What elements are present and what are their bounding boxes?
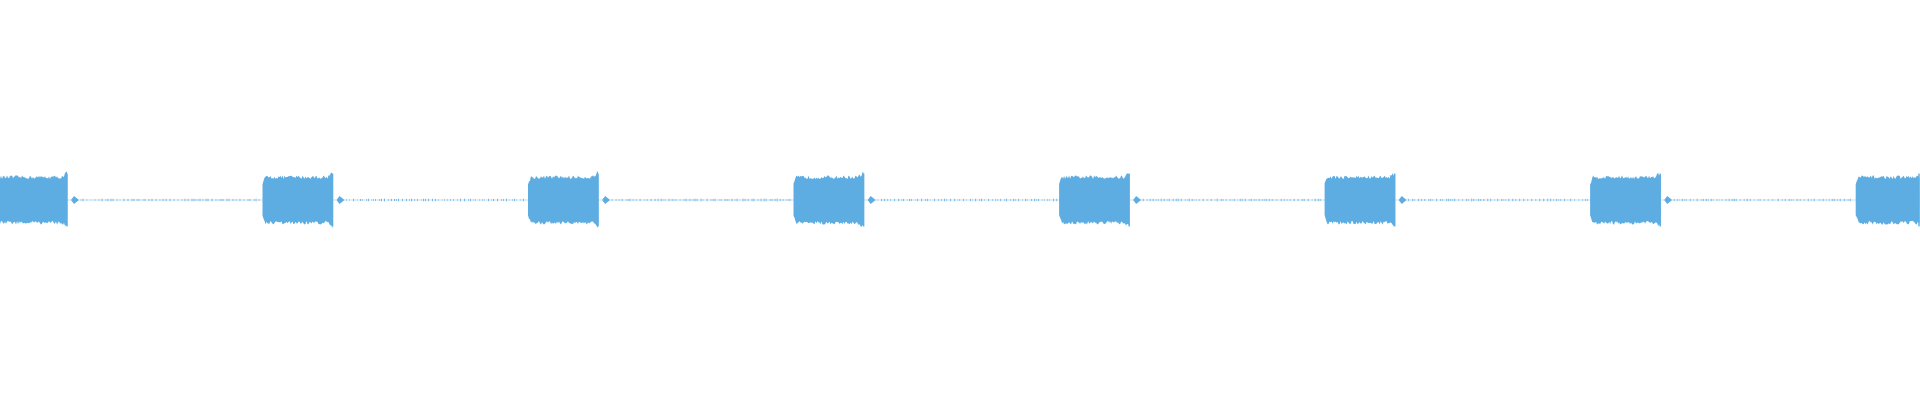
silence-noise: [80, 198, 260, 202]
transient-blip: [867, 196, 876, 204]
audio-burst: [1590, 173, 1661, 227]
audio-burst: [1855, 175, 1920, 225]
silence-noise: [1673, 198, 1851, 202]
silence-noise: [877, 198, 1058, 202]
silence-noise: [346, 198, 524, 202]
transient-blip: [71, 196, 80, 204]
silence-noise: [1142, 198, 1321, 202]
audio-burst: [793, 172, 864, 227]
silence-noise: [611, 198, 791, 202]
transient-blip: [1133, 196, 1142, 204]
audio-bursts: [0, 171, 1920, 229]
audio-burst: [1059, 173, 1130, 226]
transient-blip: [336, 196, 345, 204]
silence-noise: [1408, 198, 1589, 202]
audio-burst: [1324, 173, 1395, 227]
audio-burst: [262, 172, 333, 229]
transient-blip: [602, 196, 611, 204]
silence-segments: [71, 196, 1851, 204]
audio-burst: [528, 171, 598, 228]
audio-burst: [0, 171, 67, 227]
transient-blip: [1664, 196, 1673, 204]
transient-blip: [1398, 196, 1407, 204]
